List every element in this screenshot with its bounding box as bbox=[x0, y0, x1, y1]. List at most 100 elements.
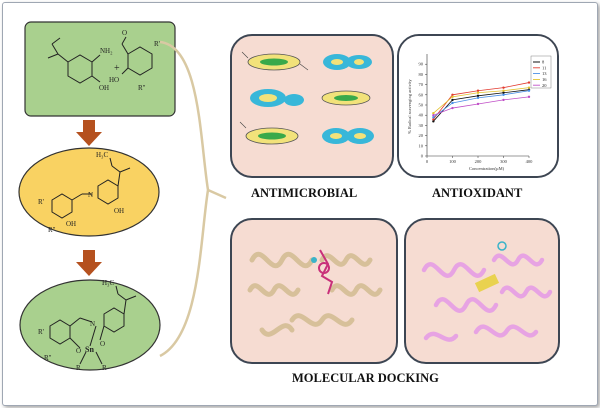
reactant-aldehyde-structure bbox=[121, 36, 153, 76]
chart-point bbox=[432, 111, 435, 115]
chart-y-axis-label: % Radical scavenging activity bbox=[407, 79, 412, 134]
ligand-2 bbox=[474, 273, 500, 293]
chart-legend-label: 11 bbox=[542, 65, 546, 70]
docking-caption: MOLECULAR DOCKING bbox=[292, 371, 439, 385]
protein-structure-2 bbox=[421, 241, 553, 342]
chart-legend-box bbox=[530, 55, 552, 89]
organotin-complex-structure bbox=[49, 285, 137, 365]
helix-ribbons-2 bbox=[421, 253, 553, 342]
chart-x-tick-label: 0 bbox=[426, 159, 429, 164]
chart-point bbox=[502, 93, 505, 96]
chart-point bbox=[451, 98, 454, 102]
docking-panel-1 bbox=[230, 218, 398, 364]
bacterium-6 bbox=[322, 128, 374, 144]
antimicrobial-panel bbox=[230, 34, 394, 178]
chart-legend-label: 20 bbox=[542, 83, 547, 88]
antioxidant-caption: ANTIOXIDANT bbox=[432, 186, 523, 200]
chart-x-tick-label: 200 bbox=[475, 159, 483, 164]
amine-hydroxyl-label: OH bbox=[99, 84, 109, 92]
complex-o1-label: O bbox=[100, 340, 105, 348]
chart-y-tick-label: 0 bbox=[421, 154, 424, 159]
chart-y-tick-label: 60 bbox=[419, 92, 424, 97]
chart-x-axis-label: Concentration(µM) bbox=[469, 166, 505, 171]
r-double-prime-label-3: R" bbox=[44, 354, 52, 362]
chart-point bbox=[451, 106, 454, 110]
antimicrobial-caption: ANTIMICROBIAL bbox=[251, 186, 358, 200]
chart-point bbox=[432, 116, 435, 119]
complex-n-label: N bbox=[90, 320, 95, 328]
residue-marker bbox=[311, 257, 317, 263]
chart-y-tick-label: 90 bbox=[419, 62, 424, 67]
r-double-prime-label-2: R" bbox=[48, 226, 56, 234]
complex-o2-label: O bbox=[76, 347, 81, 355]
r-prime-label-1: R' bbox=[154, 40, 160, 48]
chart-y-tick-label: 10 bbox=[419, 143, 424, 148]
chart-point bbox=[527, 89, 531, 92]
chart-x-tick-label: 300 bbox=[500, 159, 508, 164]
plus-sign: + bbox=[114, 63, 120, 74]
ligand-1 bbox=[318, 249, 334, 295]
helix-ribbons-1 bbox=[247, 251, 383, 337]
imine-n-label: N bbox=[88, 191, 93, 199]
connector-tip bbox=[207, 188, 227, 200]
schiff-ethyl-label: H₃C bbox=[96, 151, 108, 159]
chart-point bbox=[502, 86, 505, 89]
tin-label: Sn bbox=[85, 345, 94, 354]
reactant-amine-structure bbox=[47, 37, 101, 84]
chart-point bbox=[527, 95, 531, 99]
chart-point bbox=[527, 81, 531, 84]
r-label-a: R bbox=[76, 364, 81, 372]
chart-point bbox=[527, 86, 531, 89]
bacterium-4 bbox=[321, 90, 371, 106]
chart-legend-label: 8 bbox=[542, 60, 545, 65]
protein-structure-1 bbox=[247, 249, 383, 337]
r-label-b: R bbox=[102, 364, 107, 372]
bacterium-3 bbox=[250, 89, 304, 107]
bacteria-illustration bbox=[239, 51, 374, 145]
aldehyde-ho-label: HO bbox=[109, 76, 119, 84]
chart-point bbox=[502, 91, 505, 94]
chart-x-tick-label: 100 bbox=[449, 159, 457, 164]
chart-y-tick-label: 30 bbox=[419, 123, 424, 128]
chart-legend-label: 16 bbox=[542, 77, 547, 82]
organotin-complex-ellipse bbox=[19, 279, 161, 371]
bacterium-2 bbox=[323, 54, 372, 70]
chart-y-tick-label: 40 bbox=[419, 113, 424, 118]
bacterium-5 bbox=[239, 121, 299, 145]
chart-point bbox=[502, 89, 505, 92]
chart-point bbox=[476, 91, 480, 94]
r-prime-label-3: R' bbox=[38, 328, 44, 336]
chart-series-group bbox=[432, 81, 531, 123]
chart-point bbox=[476, 94, 480, 98]
schiff-oh-label: OH bbox=[114, 207, 124, 215]
chart-point bbox=[451, 95, 454, 99]
complex-ethyl-label: H₃C bbox=[102, 279, 114, 287]
chart-point bbox=[476, 89, 480, 92]
chart-y-tick-label: 70 bbox=[419, 82, 424, 87]
chart-point bbox=[502, 98, 505, 102]
schiff-oh2-label: OH bbox=[66, 220, 76, 228]
aldehyde-o-label: O bbox=[122, 29, 127, 37]
chart-point bbox=[476, 102, 480, 106]
residue-marker-2 bbox=[497, 241, 507, 251]
schiff-base-structure bbox=[51, 157, 131, 219]
r-prime-label-2: R' bbox=[38, 198, 44, 206]
chart-y-tick-label: 20 bbox=[419, 133, 424, 138]
bacterium-1 bbox=[241, 51, 309, 71]
chart-x-tick-label: 400 bbox=[526, 159, 534, 164]
r-double-prime-label-1: R" bbox=[138, 84, 146, 92]
chart-y-tick-label: 80 bbox=[419, 72, 424, 77]
amine-label: NH₂ bbox=[100, 47, 113, 55]
chart-point bbox=[451, 101, 454, 105]
chart-point bbox=[476, 96, 480, 100]
chart-legend-label: 13 bbox=[542, 71, 547, 76]
chart-point bbox=[432, 114, 435, 117]
chart-point bbox=[451, 93, 454, 96]
docking-panel-2 bbox=[404, 218, 560, 364]
chart-point bbox=[432, 118, 435, 121]
